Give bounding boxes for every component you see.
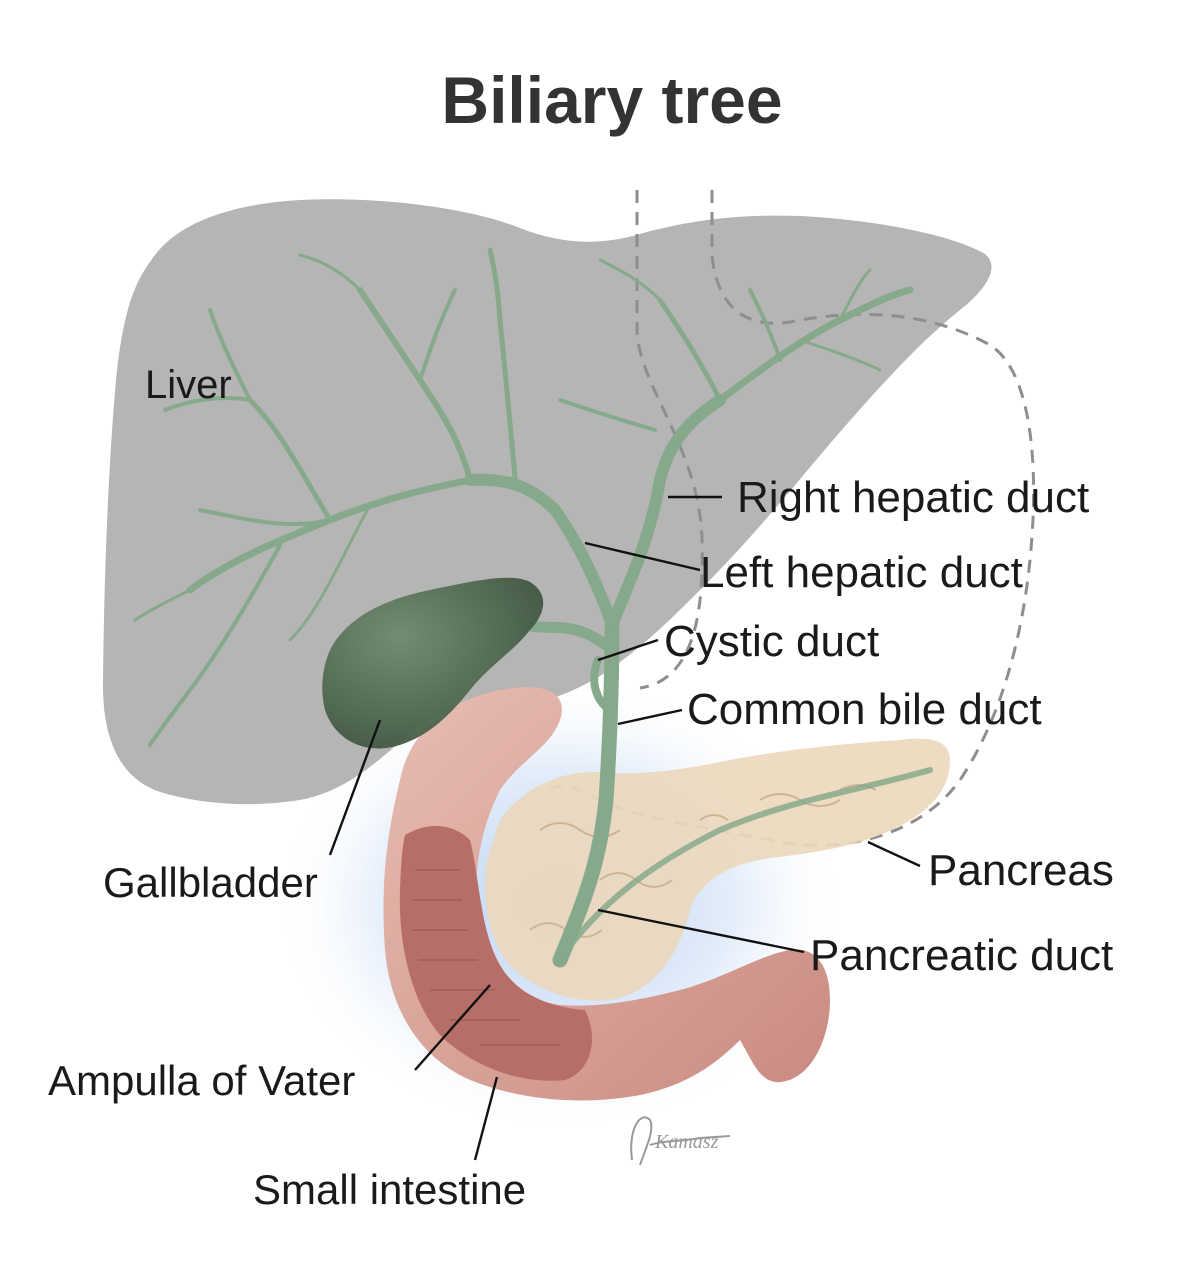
leader-common-bile	[617, 708, 683, 726]
leader-pancreatic-duct	[597, 908, 805, 954]
label-small-intestine: Small intestine	[253, 1166, 526, 1213]
artist-signature: Kamasz	[630, 1116, 731, 1166]
label-common-bile-duct: Common bile duct	[687, 685, 1042, 734]
label-ampulla-of-vater: Ampulla of Vater	[48, 1057, 355, 1104]
leader-small-intestine	[473, 1076, 499, 1161]
pancreatic-duct-path	[557, 767, 933, 963]
leader-left-hepatic	[584, 541, 701, 572]
small-intestine-lumen	[399, 825, 593, 1081]
intestine-folds	[412, 869, 560, 1046]
signature-text: Kamasz	[654, 1131, 719, 1153]
diagram-title: Biliary tree	[441, 63, 782, 137]
label-pancreas: Pancreas	[928, 846, 1114, 895]
leader-cystic	[597, 638, 659, 662]
label-right-hepatic-duct: Right hepatic duct	[737, 473, 1089, 522]
leader-lines	[328, 495, 921, 1161]
label-cystic-duct: Cystic duct	[664, 617, 879, 666]
label-pancreatic-duct: Pancreatic duct	[810, 931, 1113, 980]
common-bile-duct-path	[552, 614, 620, 968]
leader-gallbladder	[328, 719, 382, 856]
stomach-outline	[635, 190, 704, 690]
label-liver: Liver	[145, 363, 232, 407]
gallbladder-shape	[322, 577, 544, 749]
leader-ampulla	[414, 984, 491, 1071]
label-gallbladder: Gallbladder	[103, 859, 318, 906]
right-hepatic-duct-path	[606, 394, 726, 631]
left-hepatic-duct-path	[464, 473, 618, 631]
duct-tree	[133, 247, 933, 968]
label-left-hepatic-duct: Left hepatic duct	[700, 548, 1023, 597]
leader-pancreas	[867, 840, 921, 868]
